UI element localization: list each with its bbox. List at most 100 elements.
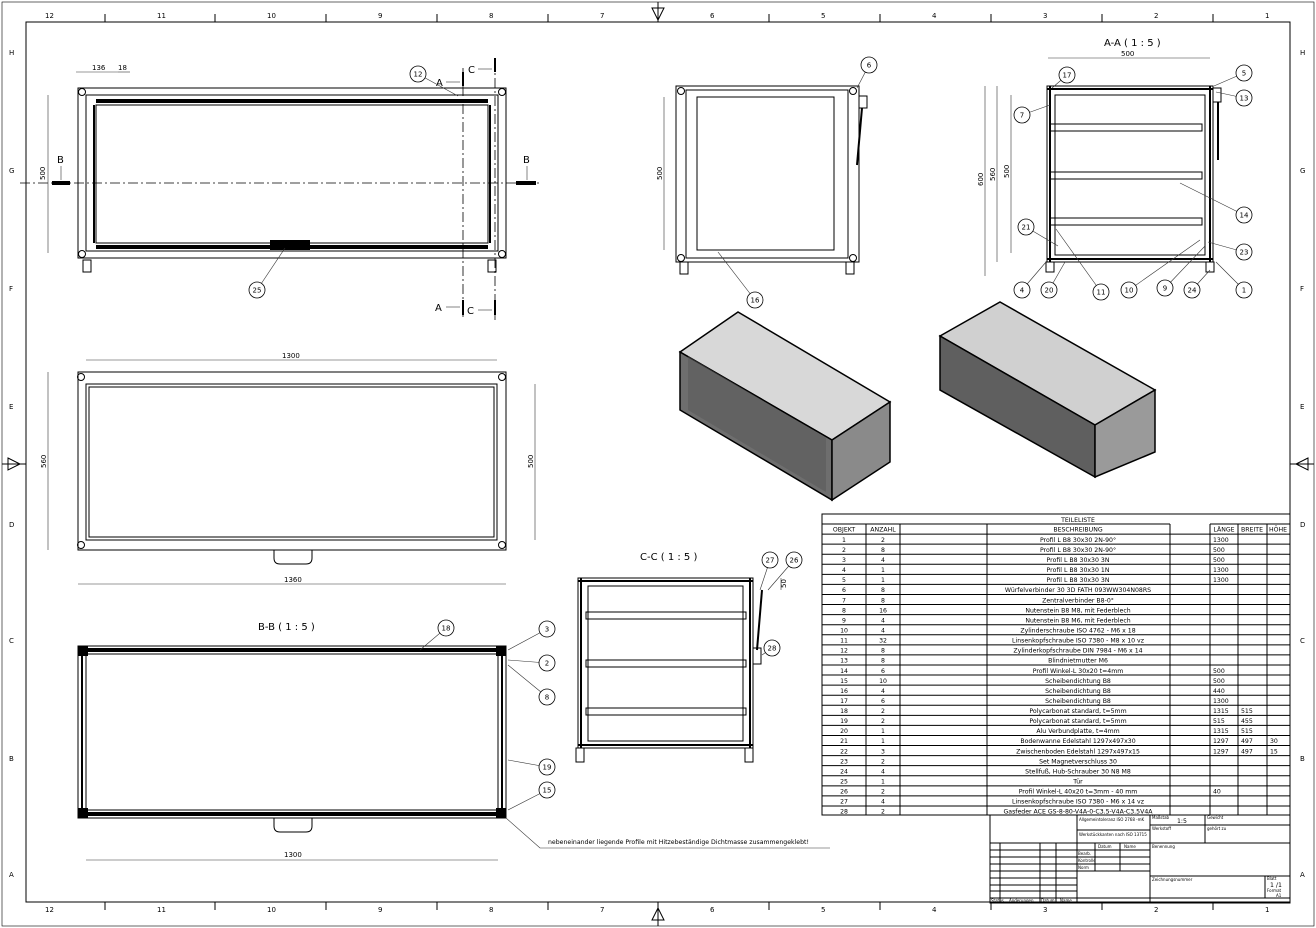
surface-label: Werkstückkanten nach ISO 13715: [1079, 832, 1147, 837]
parts-list-header: BREITE: [1241, 527, 1263, 534]
name-column: Name: [1124, 844, 1136, 849]
item-quantity: 2: [881, 718, 885, 725]
balloon-number: 20: [1045, 287, 1054, 295]
item-quantity: 2: [881, 789, 885, 796]
item-description: Zylinderkopfschraube DIN 7984 - M6 x 14: [1013, 648, 1142, 655]
item-balloon: 14: [1179, 182, 1253, 224]
zone-row-right: B: [1300, 755, 1305, 763]
zone-column-top: 8: [489, 12, 493, 20]
zone-column-bottom: 11: [157, 906, 166, 914]
item-number: 5: [842, 577, 846, 584]
item-balloon: 12: [409, 65, 459, 97]
item-number: 20: [840, 728, 848, 735]
zone-row-left: C: [9, 637, 14, 645]
zone-row-right: D: [1300, 521, 1305, 529]
item-description: Set Magnetverschluss 30: [1039, 758, 1117, 765]
item-balloon: 8: [507, 664, 556, 706]
balloon-number: 24: [1188, 287, 1197, 295]
item-description: Nutenstein B8 M8, mit Federblech: [1025, 607, 1130, 614]
item-length: 515: [1213, 718, 1225, 725]
item-width: 497: [1241, 748, 1253, 755]
glue-note: nebeneinander liegende Profile mit Hitze…: [548, 839, 809, 846]
item-description: Nutenstein B8 M6, mit Federblech: [1025, 617, 1130, 624]
item-description: Tür: [1072, 779, 1083, 786]
item-number: 24: [840, 768, 848, 775]
top-view: 136 18 500 B B A A C C: [20, 58, 540, 320]
item-balloon: 13: [1215, 89, 1253, 107]
zone-column-top: 10: [267, 12, 276, 20]
item-description: Profil Winkel-L 30x20 t=4mm: [1033, 668, 1124, 675]
zone-column-bottom: 2: [1154, 906, 1158, 914]
item-quantity: 10: [879, 678, 887, 685]
item-quantity: 8: [881, 597, 885, 604]
item-number: 27: [840, 799, 848, 806]
item-balloon: 21: [1017, 218, 1059, 247]
balloon-number: 4: [1020, 287, 1025, 295]
parts-list-header: HÖHE: [1269, 525, 1287, 534]
item-balloon: 20: [1040, 261, 1066, 299]
isometric-view-back: [938, 301, 1157, 479]
balloon-number: 1: [1242, 287, 1246, 295]
parts-list-header: OBJEKT: [833, 527, 855, 534]
balloon-number: 5: [1242, 70, 1246, 78]
item-number: 19: [840, 718, 848, 725]
zone-column-top: 4: [932, 12, 937, 20]
item-quantity: 8: [881, 648, 885, 655]
item-balloon: 15: [507, 781, 556, 811]
item-balloon: 16: [717, 251, 764, 309]
item-balloon: 28: [761, 639, 781, 657]
item-length: 40: [1213, 789, 1221, 796]
item-description: Polycarbonat standard, t=5mm: [1029, 708, 1126, 715]
zone-row-left: G: [9, 167, 14, 175]
dim-560: 560: [989, 168, 997, 181]
item-number: 2: [842, 547, 846, 554]
item-description: Blindnietmutter M6: [1048, 658, 1108, 665]
item-balloon: 25: [248, 247, 286, 299]
item-length: 1297: [1213, 748, 1229, 755]
item-quantity: 1: [881, 728, 885, 735]
item-balloon: 23: [1207, 241, 1253, 261]
dim-136: 136: [92, 64, 106, 72]
zone-column-bottom: 3: [1043, 906, 1047, 914]
item-description: Linsenkopfschraube ISO 7380 - M6 x 14 vz: [1012, 799, 1144, 806]
sheet-label: Blatt: [1267, 876, 1277, 881]
item-number: 28: [840, 809, 848, 816]
zone-row-right: A: [1300, 871, 1305, 879]
item-quantity: 4: [881, 617, 885, 624]
zone-column-top: 3: [1043, 12, 1047, 20]
item-description: Scheibendichtung B8: [1045, 678, 1111, 685]
item-quantity: 1: [881, 567, 885, 574]
item-description: Profil Winkel-L 40x20 t=3mm - 40 mm: [1019, 789, 1138, 796]
dim-1300: 1300: [282, 352, 300, 360]
balloon-number: 11: [1097, 289, 1106, 297]
item-length: 1300: [1213, 537, 1229, 544]
item-quantity: 3: [881, 748, 885, 755]
item-description: Profil L B8 30x30 1N: [1047, 567, 1110, 574]
zone-column-bottom: 8: [489, 906, 493, 914]
item-balloon: 2: [507, 654, 556, 672]
zone-column-bottom: 9: [378, 906, 382, 914]
section-aa-title: A-A ( 1 : 5 ): [1104, 38, 1161, 49]
balloon-number: 26: [790, 557, 799, 565]
item-length: 1297: [1213, 738, 1229, 745]
rev-name-label: Name: [1060, 898, 1072, 903]
section-bb-title: B-B ( 1 : 5 ): [258, 622, 315, 633]
item-number: 8: [842, 607, 846, 614]
dim-500: 500: [1003, 165, 1011, 178]
parts-list-header: BESCHREIBUNG: [1053, 527, 1102, 534]
item-height: 15: [1270, 748, 1278, 755]
item-balloon: 10: [1120, 239, 1201, 299]
zone-column-top: 9: [378, 12, 382, 20]
dim-18: 18: [118, 64, 127, 72]
item-balloon: 19: [507, 758, 556, 776]
